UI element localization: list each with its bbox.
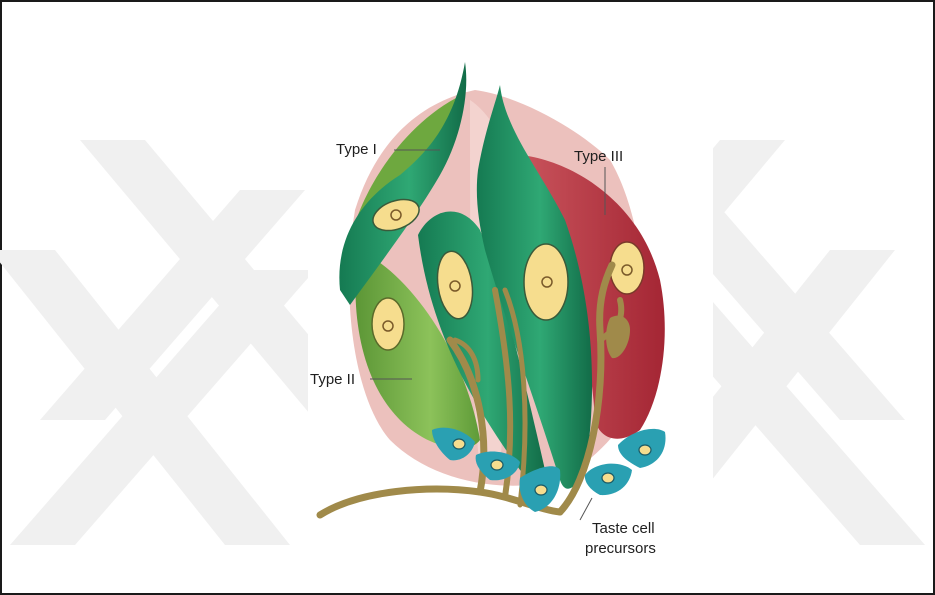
label-type-iii: Type III [574, 148, 623, 165]
type-ii-nucleus [372, 298, 404, 350]
precursor-nucleus [453, 439, 465, 449]
label-type-i: Type I [336, 141, 377, 158]
label-type-ii: Type II [310, 371, 355, 388]
precursor-nucleus [491, 460, 503, 470]
precursor-nucleus [602, 473, 614, 483]
type-iii-nucleus [610, 242, 644, 294]
type-i-nucleus [524, 244, 568, 320]
precursor-nucleus [639, 445, 651, 455]
label-precursors-line1: Taste cell [592, 520, 655, 537]
precursor-nucleus [535, 485, 547, 495]
label-precursors-line2: precursors [585, 540, 656, 557]
